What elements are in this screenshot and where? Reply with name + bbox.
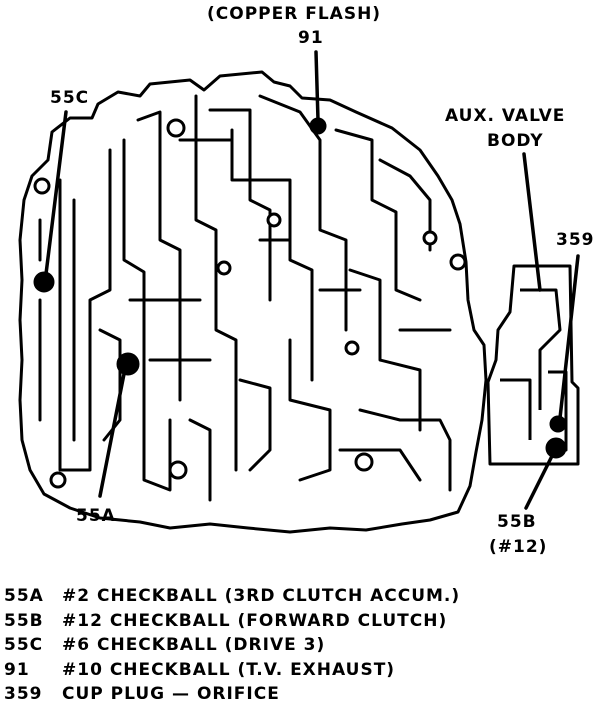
legend-description: CUP PLUG — ORIFICE [62,684,280,704]
legend-item: 91 #10 CHECKBALL (T.V. EXHAUST) [4,658,604,683]
legend-description: #6 CHECKBALL (DRIVE 3) [62,635,326,655]
legend-item: 55C #6 CHECKBALL (DRIVE 3) [4,633,604,658]
legend-item: 55A #2 CHECKBALL (3RD CLUTCH ACCUM.) [4,584,604,609]
label-359: 359 [556,230,595,250]
legend-code: 359 [4,684,43,704]
label-aux-valve-body-line2: BODY [487,131,544,151]
label-91: 91 [298,28,324,48]
legend-code: 55C [4,635,44,655]
label-copper-flash: (COPPER FLASH) [207,4,382,24]
label-aux-valve-body-line1: AUX. VALVE [445,106,566,126]
legend-description: #10 CHECKBALL (T.V. EXHAUST) [62,659,396,680]
main-valve-body [18,70,488,534]
fluid-passages [38,94,452,502]
legend-item: 359 CUP PLUG — ORIFICE [4,682,604,707]
label-55b-number: (#12) [489,537,548,557]
legend-description: #12 CHECKBALL (FORWARD CLUTCH) [62,610,448,631]
legend-code: 55B [4,610,44,631]
checkball-55a [116,352,140,376]
legend: 55A #2 CHECKBALL (3RD CLUTCH ACCUM.) 55B… [4,584,604,707]
leader-lines [44,50,580,510]
label-55c: 55C [50,88,90,108]
label-55b: 55B [497,512,537,532]
bolt-holes [33,118,467,489]
checkball-55c [33,271,55,293]
legend-code: 91 [4,659,30,680]
markers [33,117,567,459]
cup-plug-359 [549,415,567,433]
checkball-55b [545,437,567,459]
legend-description: #2 CHECKBALL (3RD CLUTCH ACCUM.) [62,586,461,606]
legend-code: 55A [4,586,44,606]
label-55a: 55A [76,506,116,526]
legend-item: 55B #12 CHECKBALL (FORWARD CLUTCH) [4,609,604,634]
